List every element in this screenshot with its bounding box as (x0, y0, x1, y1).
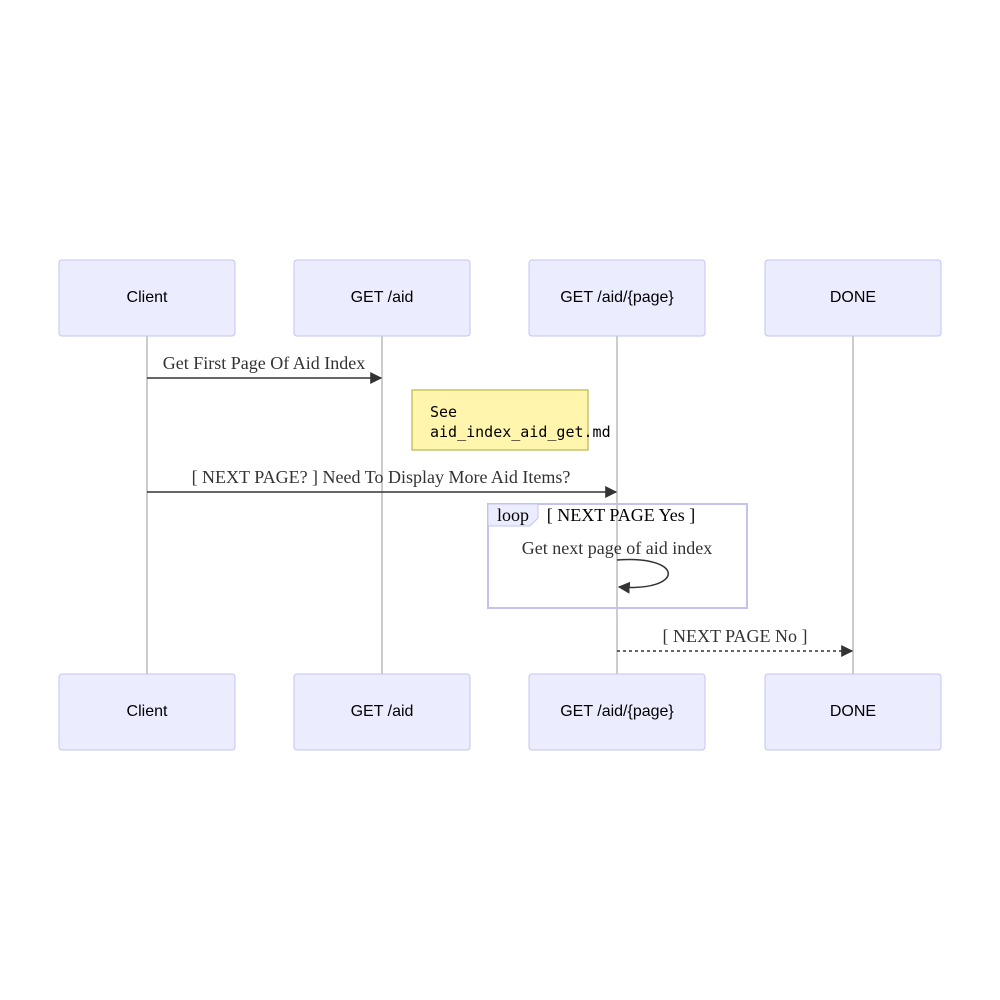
actor-get-aid-page-top: GET /aid/{page} (528, 259, 706, 337)
actor-done-bottom: DONE (764, 673, 942, 751)
message-label: [ NEXT PAGE? ] Need To Display More Aid … (192, 467, 571, 487)
actor-label: GET /aid (351, 289, 414, 306)
actor-client-top: Client (58, 259, 236, 337)
actor-get-aid-bottom: GET /aid (293, 673, 471, 751)
actor-get-aid-page-bottom: GET /aid/{page} (528, 673, 706, 751)
actor-get-aid-top: GET /aid (293, 259, 471, 337)
note-line-2: aid_index_aid_get.md (430, 423, 611, 441)
actor-label: Client (127, 289, 168, 306)
message-label: Get next page of aid index (522, 538, 712, 558)
actor-label: GET /aid (351, 703, 414, 720)
actor-label: DONE (830, 289, 876, 306)
note-line-1: See (430, 403, 457, 421)
actor-done-top: DONE (764, 259, 942, 337)
actor-client-bottom: Client (58, 673, 236, 751)
message-label: [ NEXT PAGE No ] (662, 626, 807, 646)
message-label: Get First Page Of Aid Index (163, 353, 365, 373)
actor-label: DONE (830, 703, 876, 720)
actor-label: Client (127, 703, 168, 720)
note: See aid_index_aid_get.md (411, 389, 611, 451)
loop-label: loop (497, 505, 529, 525)
loop-condition: [ NEXT PAGE Yes ] (547, 505, 696, 525)
actor-label: GET /aid/{page} (560, 703, 674, 720)
loop-frame: loop [ NEXT PAGE Yes ] (487, 503, 748, 609)
actor-label: GET /aid/{page} (560, 289, 674, 306)
self-message-arrow (616, 558, 669, 594)
